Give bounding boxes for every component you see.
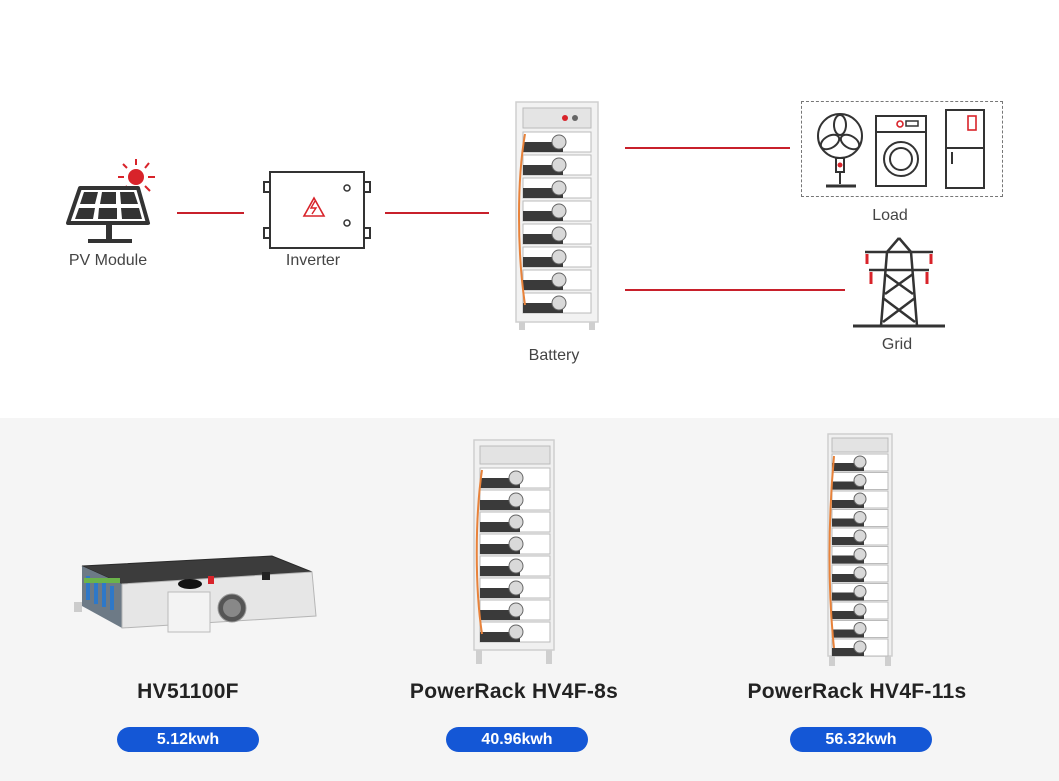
washing-machine-icon	[875, 115, 927, 187]
battery-rack-8s-icon	[473, 439, 555, 664]
product-name-hv51100f: HV51100F	[137, 680, 239, 703]
power-tower-icon	[853, 237, 945, 328]
solar-panel-icon	[66, 159, 155, 243]
inverter-icon	[263, 171, 371, 249]
household-appliances-icon	[817, 109, 985, 189]
pv-module-node	[62, 155, 162, 247]
wire-battery-load	[625, 147, 790, 149]
inverter-node	[262, 170, 372, 252]
wire-inverter-battery	[385, 212, 489, 214]
product-image-hv4f-8s	[472, 438, 558, 668]
load-node	[801, 101, 1003, 197]
wire-battery-grid	[625, 289, 845, 291]
pv-module-label: PV Module	[68, 252, 148, 269]
product-capacity-badge-hv51100f: 5.12kwh	[117, 727, 259, 752]
energy-flow-diagram: PV Module Inverter	[62, 100, 1003, 364]
product-image-hv4f-11s	[826, 432, 896, 668]
inverter-label: Inverter	[285, 252, 341, 269]
product-name-hv4f-8s: PowerRack HV4F-8s	[409, 680, 619, 703]
battery-rack-icon	[515, 101, 599, 330]
grid-label: Grid	[881, 336, 913, 353]
battery-label: Battery	[528, 347, 580, 364]
product-capacity-badge-hv4f-11s: 56.32kwh	[790, 727, 932, 752]
product-section: HV51100F 5.12kwh PowerRack HV4F-8s 40.96…	[0, 418, 1059, 781]
battery-node	[513, 100, 601, 332]
load-label: Load	[872, 207, 908, 224]
battery-module-icon	[74, 555, 317, 633]
wire-pv-inverter	[177, 212, 244, 214]
grid-node	[851, 236, 947, 330]
refrigerator-icon	[945, 109, 985, 189]
product-capacity-badge-hv4f-8s: 40.96kwh	[446, 727, 588, 752]
product-name-hv4f-11s: PowerRack HV4F-11s	[747, 680, 967, 703]
product-image-hv51100f	[72, 548, 322, 638]
fan-icon	[817, 113, 863, 188]
battery-rack-11s-icon	[827, 433, 893, 666]
